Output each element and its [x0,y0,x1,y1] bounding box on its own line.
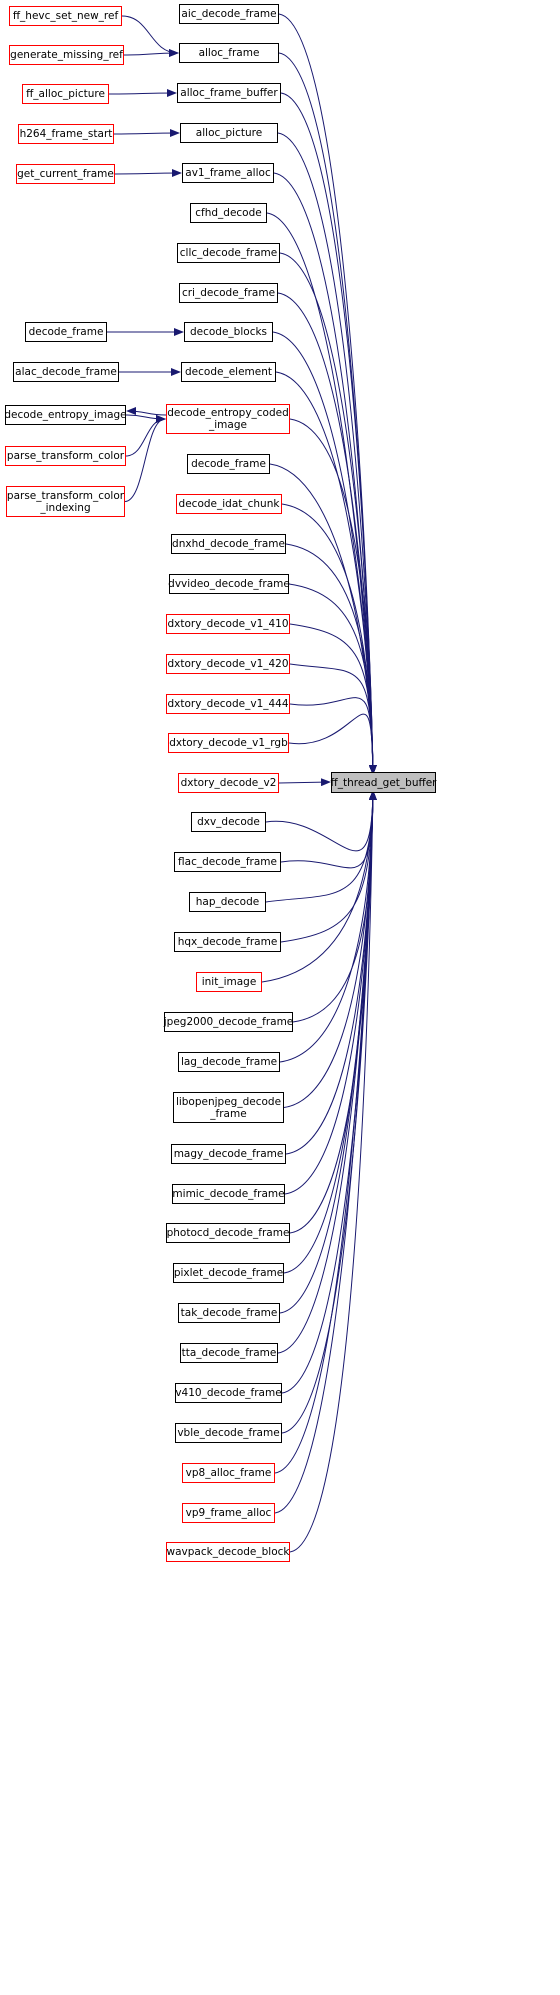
edge-dvvideo-decode-frame-to-target [288,583,377,775]
edge-decode-entropy-coded-image-to-target [289,418,377,775]
node-alac-decode-frame[interactable]: alac_decode_frame [13,362,119,382]
node-av1-frame-alloc[interactable]: av1_frame_alloc [182,163,274,183]
edge-vp9-frame-alloc-to-target [274,790,377,1514]
edge-dxtory-decode-v1-rgb-to-target [288,713,377,775]
node-decode-idat-chunk[interactable]: decode_idat_chunk [176,494,282,514]
node-mimic-decode-frame[interactable]: mimic_decode_frame [172,1184,285,1204]
node-dxtory-decode-v1-420[interactable]: dxtory_decode_v1_420 [166,654,290,674]
edge-flac-decode-frame-to-target [280,790,377,869]
node-parse-transform-color[interactable]: parse_transform_color [5,446,126,466]
edge-parse-transform-color-to-decode-entropy-coded-image [125,415,166,457]
node-wavpack-decode-block[interactable]: wavpack_decode_block [166,1542,290,1562]
node-vp9-frame-alloc[interactable]: vp9_frame_alloc [182,1503,275,1523]
edge-decode-entropy-image-to-decode-entropy-coded-image [125,414,166,423]
node-jpeg2000-decode-frame[interactable]: jpeg2000_decode_frame [164,1012,293,1032]
node-decode-frame-main[interactable]: decode_frame [187,454,270,474]
edge-layer [107,13,377,1553]
node-decode-blocks[interactable]: decode_blocks [184,322,273,342]
edge-hqx-decode-frame-to-target [280,790,377,943]
edge-ff-alloc-picture-to-alloc-frame-buffer [108,89,177,98]
edge-cllc-decode-frame-to-target [279,252,377,775]
node-dxtory-decode-v1-444[interactable]: dxtory_decode_v1_444 [166,694,290,714]
node-tta-decode-frame[interactable]: tta_decode_frame [180,1343,278,1363]
node-cri-decode-frame[interactable]: cri_decode_frame [179,283,278,303]
node-libopenjpeg-decode-frame[interactable]: libopenjpeg_decode _frame [173,1092,284,1123]
edge-dxtory-decode-v1-444-to-target [289,697,377,775]
edge-dxtory-decode-v2-to-target [278,778,331,787]
edge-mimic-decode-frame-to-target [284,790,377,1195]
node-dxv-decode[interactable]: dxv_decode [191,812,266,832]
node-lag-decode-frame[interactable]: lag_decode_frame [178,1052,280,1072]
node-ff-alloc-picture[interactable]: ff_alloc_picture [22,84,109,104]
node-photocd-decode-frame[interactable]: photocd_decode_frame [166,1223,290,1243]
node-flac-decode-frame[interactable]: flac_decode_frame [174,852,281,872]
edge-h264-frame-start-to-alloc-picture [113,129,180,138]
edge-init-image-to-target [261,790,377,983]
node-dxtory-decode-v2[interactable]: dxtory_decode_v2 [178,773,279,793]
node-tak-decode-frame[interactable]: tak_decode_frame [178,1303,280,1323]
edge-v410-decode-frame-to-target [281,790,377,1394]
edge-hap-decode-to-target [265,790,377,903]
edge-aic-decode-frame-to-target [278,13,377,775]
edge-tak-decode-frame-to-target [279,790,377,1314]
node-h264-frame-start[interactable]: h264_frame_start [18,124,114,144]
node-magy-decode-frame[interactable]: magy_decode_frame [171,1144,286,1164]
node-dnxhd-decode-frame[interactable]: dnxhd_decode_frame [171,534,286,554]
node-pixlet-decode-frame[interactable]: pixlet_decode_frame [173,1263,284,1283]
node-alloc-frame-buffer[interactable]: alloc_frame_buffer [177,83,281,103]
node-cllc-decode-frame[interactable]: cllc_decode_frame [177,243,280,263]
edge-parse-transform-color-indexing-to-decode-entropy-coded-image [124,415,166,502]
node-dxtory-decode-v1-410[interactable]: dxtory_decode_v1_410 [166,614,290,634]
edge-decode-element-to-target [275,371,377,775]
edge-magy-decode-frame-to-target [285,790,377,1155]
node-init-image[interactable]: init_image [196,972,262,992]
edge-wavpack-decode-block-to-target [289,790,377,1553]
edge-get-current-frame-to-av1-frame-alloc [114,169,182,178]
node-decode-entropy-coded-image[interactable]: decode_entropy_coded _image [166,404,290,434]
node-vble-decode-frame[interactable]: vble_decode_frame [175,1423,282,1443]
node-cfhd-decode[interactable]: cfhd_decode [190,203,267,223]
node-v410-decode-frame[interactable]: v410_decode_frame [175,1383,282,1403]
edge-av1-frame-alloc-to-target [273,172,377,775]
node-aic-decode-frame[interactable]: aic_decode_frame [179,4,279,24]
node-get-current-frame[interactable]: get_current_frame [16,164,115,184]
node-generate-missing-ref[interactable]: generate_missing_ref [9,45,124,65]
node-dvvideo-decode-frame[interactable]: dvvideo_decode_frame [168,574,290,594]
edge-generate-missing-ref-to-alloc-frame [123,49,179,58]
edge-ff-hevc-set-new-ref-to-alloc-frame [121,15,179,57]
edge-lag-decode-frame-to-target [279,790,377,1063]
edge-dxtory-decode-v1-420-to-target [289,663,377,775]
node-alloc-frame[interactable]: alloc_frame [179,43,279,63]
edge-dxv-decode-to-target [265,790,377,852]
node-dxtory-decode-v1-rgb[interactable]: dxtory_decode_v1_rgb [168,733,289,753]
edge-alloc-frame-buffer-to-target [280,92,377,775]
node-hqx-decode-frame[interactable]: hqx_decode_frame [174,932,281,952]
node-decode-entropy-image[interactable]: decode_entropy_image [4,405,127,425]
node-parse-transform-color-indexing[interactable]: parse_transform_color _indexing [6,486,125,517]
node-decode-element[interactable]: decode_element [181,362,276,382]
node-ff-hevc-set-new-ref[interactable]: ff_hevc_set_new_ref [9,6,122,26]
node-vp8-alloc-frame[interactable]: vp8_alloc_frame [182,1463,275,1483]
node-alloc-picture[interactable]: alloc_picture [180,123,278,143]
target-node-ff-thread-get-buffer[interactable]: ff_thread_get_buffer [331,772,437,793]
edge-cfhd-decode-to-target [266,212,377,775]
node-decode-frame-caller[interactable]: decode_frame [25,322,107,342]
edge-decode-entropy-coded-image-to-decode-entropy-image [126,407,167,416]
node-hap-decode[interactable]: hap_decode [189,892,266,912]
